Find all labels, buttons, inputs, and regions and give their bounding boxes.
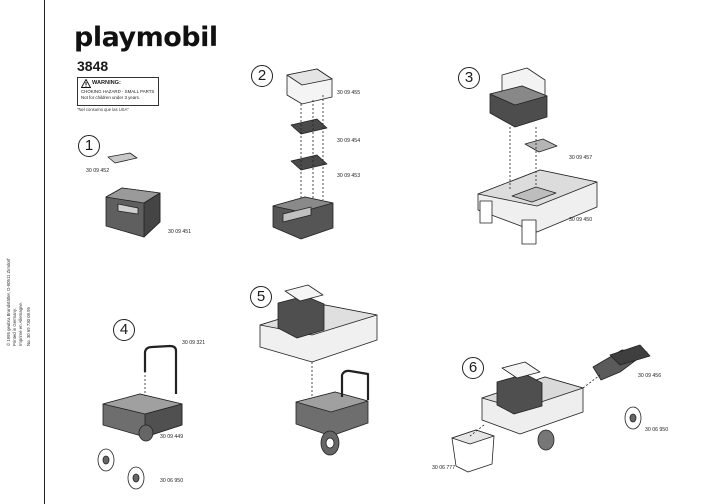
step2-illustration	[272, 68, 334, 240]
step1-illustration	[105, 152, 161, 238]
part-number: 30 09 455	[337, 90, 361, 96]
warning-text-1: CHOKING HAZARD - SMALL PARTS	[81, 89, 155, 94]
part-number: 30 09 457	[569, 155, 593, 161]
part-number: 30 09 453	[337, 173, 361, 179]
step-number-2: 2	[251, 65, 273, 87]
part-number: 30 09 449	[160, 434, 184, 440]
part-number: 30 06 950	[160, 478, 184, 484]
model-number: 3848	[77, 58, 109, 74]
part-number: 30 06 777	[432, 465, 456, 471]
step3-illustration	[477, 67, 598, 245]
step-number-4: 4	[113, 319, 135, 341]
warning-title: WARNING:	[92, 80, 121, 86]
usa-note: "Nel consumo que las USA"	[77, 107, 129, 112]
part-number: 30 06 950	[645, 427, 669, 433]
step-number-3: 3	[458, 67, 480, 89]
step-number-1: 1	[78, 135, 100, 157]
part-number: 30 09 456	[638, 373, 662, 379]
warning-box: WARNING: CHOKING HAZARD - SMALL PARTS No…	[77, 77, 159, 106]
part-number: 30 09 321	[182, 340, 206, 346]
margin-divider	[44, 0, 45, 504]
part-number: 30 09 451	[168, 229, 192, 235]
step-number-5: 5	[250, 286, 272, 308]
step4-illustration	[97, 344, 183, 490]
step6-illustration	[451, 344, 651, 473]
step-number-6: 6	[462, 357, 484, 379]
warning-text-2: Not for children under 3 years.	[81, 95, 141, 100]
brand-logo: playmobil	[74, 22, 218, 53]
part-number: 30 09 452	[86, 168, 110, 174]
part-number: 30 09 454	[337, 138, 361, 144]
part-number: 30 09 450	[569, 217, 593, 223]
warning-triangle-icon	[81, 79, 91, 88]
step5-illustration	[259, 284, 378, 456]
